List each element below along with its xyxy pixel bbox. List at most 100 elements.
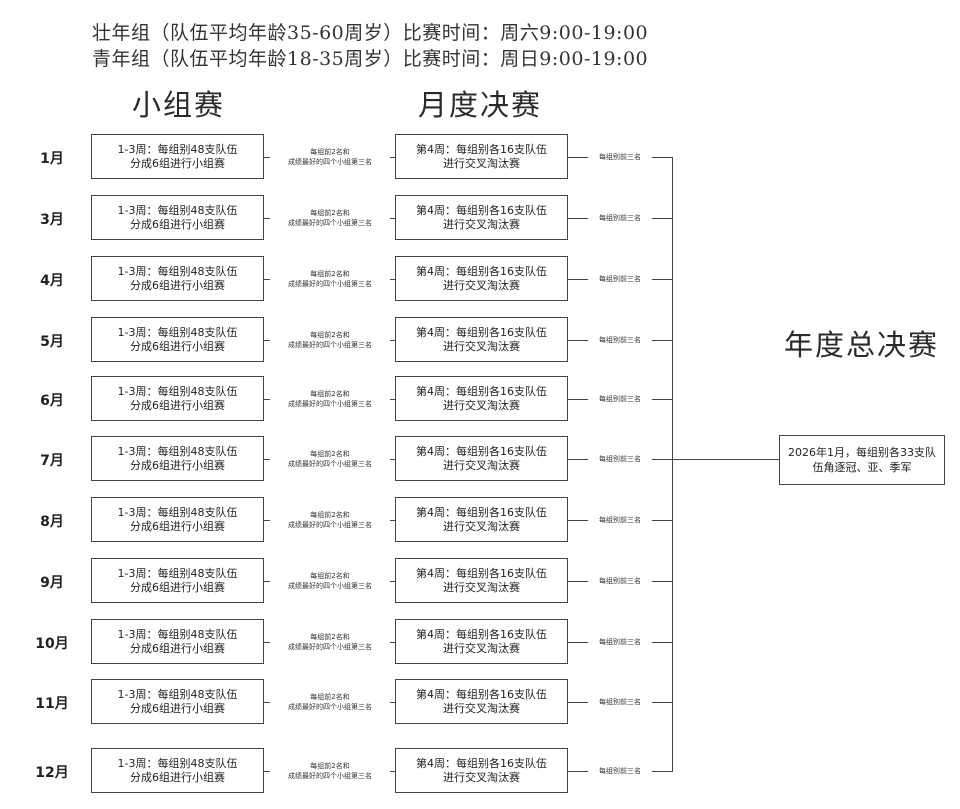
monthly-final-text-line2: 进行交叉淘汰赛 bbox=[443, 217, 520, 231]
top-three-label: 每组别前三名 bbox=[588, 637, 652, 647]
advance-label: 每组前2名和成绩最好的四个小组第三名 bbox=[270, 692, 390, 712]
top-three-label: 每组别前三名 bbox=[588, 274, 652, 284]
monthly-final-text-line1: 第4周：每组别各16支队伍 bbox=[416, 203, 547, 217]
monthly-final-box: 第4周：每组别各16支队伍进行交叉淘汰赛 bbox=[395, 317, 568, 362]
advance-label-line1: 每组前2名和 bbox=[310, 331, 350, 339]
advance-label-line2: 成绩最好的四个小组第三名 bbox=[288, 219, 372, 227]
group-stage-text-line1: 1-3周：每组别48支队伍 bbox=[117, 325, 238, 339]
group-stage-box: 1-3周：每组别48支队伍分成6组进行小组赛 bbox=[91, 619, 264, 664]
group-stage-text-line2: 分成6组进行小组赛 bbox=[130, 339, 225, 353]
group-stage-text-line1: 1-3周：每组别48支队伍 bbox=[117, 627, 238, 641]
month-label-8: 8月 bbox=[40, 514, 64, 530]
advance-label-line2: 成绩最好的四个小组第三名 bbox=[288, 280, 372, 288]
group-stage-text-line1: 1-3周：每组别48支队伍 bbox=[117, 384, 238, 398]
header-line-youth: 青年组（队伍平均年龄18-35周岁）比赛时间：周日9:00-19:00 bbox=[92, 48, 649, 70]
advance-label-line2: 成绩最好的四个小组第三名 bbox=[288, 582, 372, 590]
monthly-final-title: 月度决赛 bbox=[418, 88, 543, 122]
monthly-final-box: 第4周：每组别各16支队伍进行交叉淘汰赛 bbox=[395, 256, 568, 301]
advance-label: 每组前2名和成绩最好的四个小组第三名 bbox=[270, 330, 390, 350]
month-label-7: 7月 bbox=[40, 453, 64, 469]
monthly-final-text-line1: 第4周：每组别各16支队伍 bbox=[416, 264, 547, 278]
annual-final-text: 2026年1月，每组别各33支队伍角逐冠、亚、季军 bbox=[788, 446, 936, 474]
month-label-11: 11月 bbox=[35, 696, 69, 712]
advance-label-line1: 每组前2名和 bbox=[310, 390, 350, 398]
advance-label: 每组前2名和成绩最好的四个小组第三名 bbox=[270, 389, 390, 409]
monthly-final-text-line2: 进行交叉淘汰赛 bbox=[443, 398, 520, 412]
advance-label: 每组前2名和成绩最好的四个小组第三名 bbox=[270, 510, 390, 530]
monthly-final-text-line1: 第4周：每组别各16支队伍 bbox=[416, 566, 547, 580]
group-stage-text-line1: 1-3周：每组别48支队伍 bbox=[117, 444, 238, 458]
monthly-final-box: 第4周：每组别各16支队伍进行交叉淘汰赛 bbox=[395, 195, 568, 240]
monthly-final-text-line2: 进行交叉淘汰赛 bbox=[443, 339, 520, 353]
group-stage-text-line1: 1-3周：每组别48支队伍 bbox=[117, 505, 238, 519]
monthly-final-box: 第4周：每组别各16支队伍进行交叉淘汰赛 bbox=[395, 436, 568, 481]
bracket-vertical-connector bbox=[672, 157, 673, 772]
advance-label-line1: 每组前2名和 bbox=[310, 450, 350, 458]
group-stage-box: 1-3周：每组别48支队伍分成6组进行小组赛 bbox=[91, 497, 264, 542]
group-stage-text-line1: 1-3周：每组别48支队伍 bbox=[117, 687, 238, 701]
advance-label-line2: 成绩最好的四个小组第三名 bbox=[288, 703, 372, 711]
top-three-label: 每组别前三名 bbox=[588, 394, 652, 404]
monthly-final-text-line1: 第4周：每组别各16支队伍 bbox=[416, 627, 547, 641]
advance-label-line2: 成绩最好的四个小组第三名 bbox=[288, 643, 372, 651]
group-stage-box: 1-3周：每组别48支队伍分成6组进行小组赛 bbox=[91, 134, 264, 179]
annual-final-title: 年度总决赛 bbox=[784, 328, 940, 362]
advance-label: 每组前2名和成绩最好的四个小组第三名 bbox=[270, 208, 390, 228]
advance-label-line2: 成绩最好的四个小组第三名 bbox=[288, 460, 372, 468]
advance-label: 每组前2名和成绩最好的四个小组第三名 bbox=[270, 449, 390, 469]
advance-label-line1: 每组前2名和 bbox=[310, 572, 350, 580]
group-stage-title: 小组赛 bbox=[132, 88, 226, 122]
advance-label-line2: 成绩最好的四个小组第三名 bbox=[288, 158, 372, 166]
monthly-final-text-line1: 第4周：每组别各16支队伍 bbox=[416, 325, 547, 339]
group-stage-text-line1: 1-3周：每组别48支队伍 bbox=[117, 756, 238, 770]
advance-label-line1: 每组前2名和 bbox=[310, 148, 350, 156]
group-stage-text-line2: 分成6组进行小组赛 bbox=[130, 770, 225, 784]
top-three-label: 每组别前三名 bbox=[588, 152, 652, 162]
group-stage-box: 1-3周：每组别48支队伍分成6组进行小组赛 bbox=[91, 195, 264, 240]
advance-label: 每组前2名和成绩最好的四个小组第三名 bbox=[270, 632, 390, 652]
month-label-1: 1月 bbox=[40, 151, 64, 167]
monthly-final-box: 第4周：每组别各16支队伍进行交叉淘汰赛 bbox=[395, 558, 568, 603]
header-line-adult: 壮年组（队伍平均年龄35-60周岁）比赛时间：周六9:00-19:00 bbox=[92, 22, 649, 44]
top-three-label: 每组别前三名 bbox=[588, 576, 652, 586]
monthly-final-box: 第4周：每组别各16支队伍进行交叉淘汰赛 bbox=[395, 497, 568, 542]
monthly-final-box: 第4周：每组别各16支队伍进行交叉淘汰赛 bbox=[395, 134, 568, 179]
group-stage-box: 1-3周：每组别48支队伍分成6组进行小组赛 bbox=[91, 558, 264, 603]
advance-label-line2: 成绩最好的四个小组第三名 bbox=[288, 400, 372, 408]
advance-label: 每组前2名和成绩最好的四个小组第三名 bbox=[270, 147, 390, 167]
group-stage-text-line1: 1-3周：每组别48支队伍 bbox=[117, 264, 238, 278]
advance-label-line1: 每组前2名和 bbox=[310, 633, 350, 641]
group-stage-text-line2: 分成6组进行小组赛 bbox=[130, 580, 225, 594]
group-stage-text-line2: 分成6组进行小组赛 bbox=[130, 458, 225, 472]
monthly-final-text-line2: 进行交叉淘汰赛 bbox=[443, 519, 520, 533]
group-stage-text-line1: 1-3周：每组别48支队伍 bbox=[117, 142, 238, 156]
group-stage-text-line2: 分成6组进行小组赛 bbox=[130, 641, 225, 655]
group-stage-box: 1-3周：每组别48支队伍分成6组进行小组赛 bbox=[91, 748, 264, 793]
month-label-9: 9月 bbox=[40, 575, 64, 591]
group-stage-text-line2: 分成6组进行小组赛 bbox=[130, 701, 225, 715]
advance-label-line1: 每组前2名和 bbox=[310, 693, 350, 701]
monthly-final-text-line1: 第4周：每组别各16支队伍 bbox=[416, 444, 547, 458]
group-stage-text-line2: 分成6组进行小组赛 bbox=[130, 217, 225, 231]
group-stage-text-line2: 分成6组进行小组赛 bbox=[130, 519, 225, 533]
group-stage-box: 1-3周：每组别48支队伍分成6组进行小组赛 bbox=[91, 436, 264, 481]
monthly-final-text-line2: 进行交叉淘汰赛 bbox=[443, 701, 520, 715]
group-stage-box: 1-3周：每组别48支队伍分成6组进行小组赛 bbox=[91, 679, 264, 724]
month-label-5: 5月 bbox=[40, 334, 64, 350]
group-stage-text-line2: 分成6组进行小组赛 bbox=[130, 156, 225, 170]
month-label-12: 12月 bbox=[35, 765, 69, 781]
monthly-final-text-line1: 第4周：每组别各16支队伍 bbox=[416, 505, 547, 519]
advance-label-line1: 每组前2名和 bbox=[310, 511, 350, 519]
monthly-final-text-line1: 第4周：每组别各16支队伍 bbox=[416, 687, 547, 701]
group-stage-text-line2: 分成6组进行小组赛 bbox=[130, 278, 225, 292]
group-stage-box: 1-3周：每组别48支队伍分成6组进行小组赛 bbox=[91, 256, 264, 301]
advance-label-line1: 每组前2名和 bbox=[310, 762, 350, 770]
group-stage-box: 1-3周：每组别48支队伍分成6组进行小组赛 bbox=[91, 376, 264, 421]
advance-label-line2: 成绩最好的四个小组第三名 bbox=[288, 521, 372, 529]
top-three-label: 每组别前三名 bbox=[588, 515, 652, 525]
monthly-final-box: 第4周：每组别各16支队伍进行交叉淘汰赛 bbox=[395, 619, 568, 664]
month-label-4: 4月 bbox=[40, 273, 64, 289]
top-three-label: 每组别前三名 bbox=[588, 454, 652, 464]
monthly-final-text-line2: 进行交叉淘汰赛 bbox=[443, 156, 520, 170]
monthly-final-text-line2: 进行交叉淘汰赛 bbox=[443, 278, 520, 292]
